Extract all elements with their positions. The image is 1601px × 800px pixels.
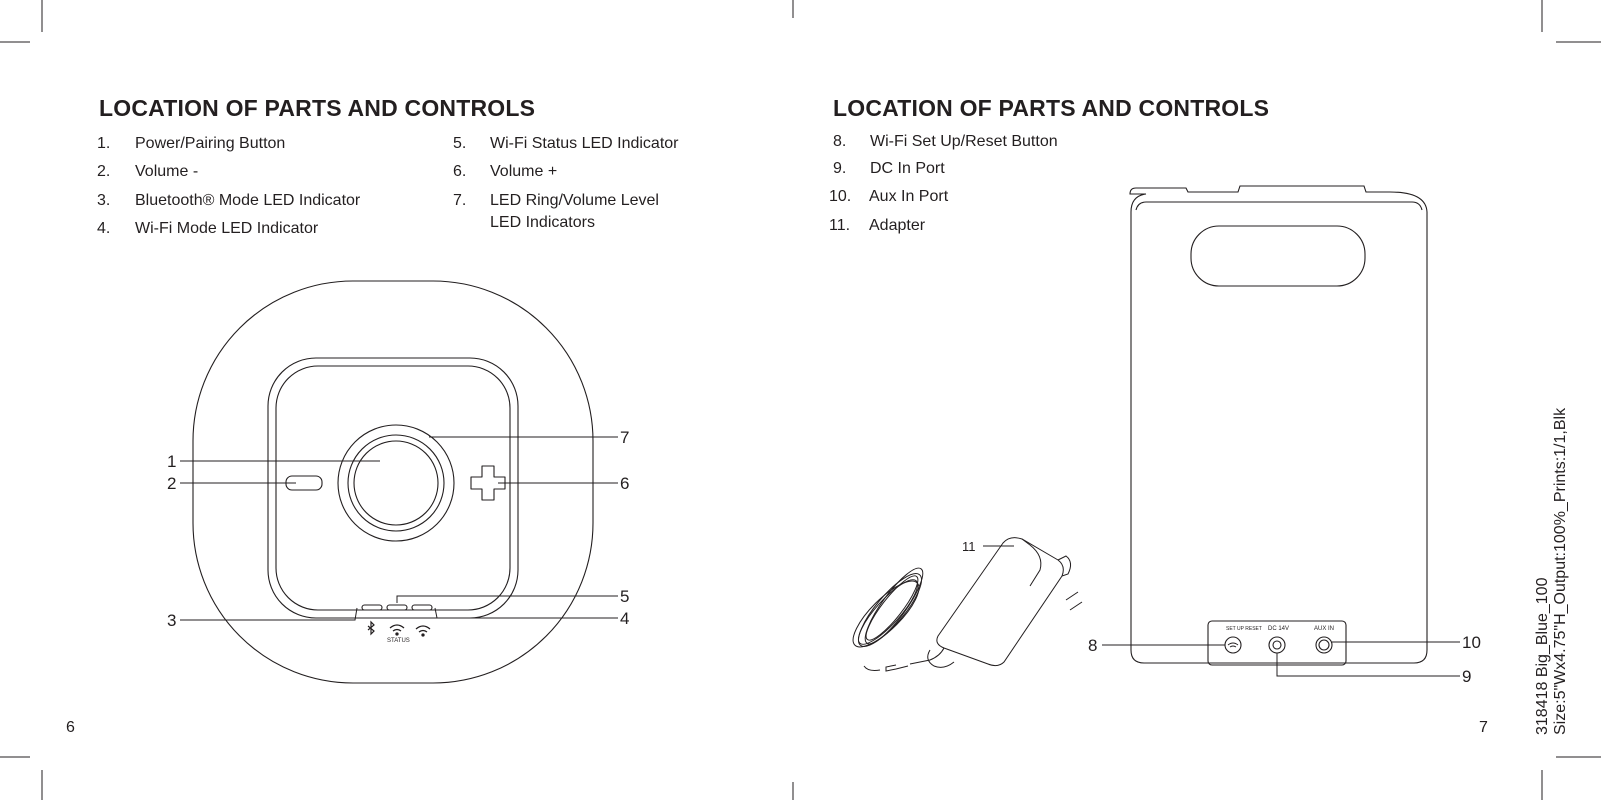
- speaker-back-outline: [1129, 185, 1428, 664]
- port-label-setup: SET UP RESET: [1226, 626, 1262, 632]
- right-page-title: LOCATION OF PARTS AND CONTROLS: [833, 95, 1270, 121]
- wifi-status-led: [386, 604, 408, 611]
- control-ring-mid: [347, 434, 445, 532]
- dc-in-port: [1268, 636, 1286, 654]
- port-label-dc: DC 14V: [1268, 626, 1289, 632]
- bluetooth-icon: [367, 620, 375, 636]
- port-label-aux: AUX IN: [1314, 626, 1334, 632]
- setup-reset-button: [1224, 636, 1242, 654]
- callout-leaders: [1102, 641, 1460, 677]
- callout-leaders: [180, 436, 618, 621]
- callout-11: 11: [962, 539, 976, 554]
- callout-1: 1: [167, 452, 176, 471]
- page-number-right: 7: [1479, 719, 1488, 736]
- wifi-icon: [389, 624, 405, 636]
- callout-10: 10: [1462, 633, 1481, 652]
- aux-in-port: [1315, 636, 1333, 654]
- wifi-icon: [1227, 642, 1239, 648]
- callout-7: 7: [620, 428, 629, 447]
- led-ring-inner: [275, 365, 511, 611]
- carry-handle: [1190, 225, 1366, 287]
- adapter-prongs: [1065, 591, 1083, 611]
- callout-6: 6: [620, 474, 629, 493]
- dc-plug: [885, 664, 909, 672]
- speaker-body-outline: [192, 280, 594, 684]
- callout-4: 4: [620, 609, 629, 628]
- adapter-body: [936, 537, 1064, 667]
- page-number-left: 6: [66, 719, 75, 736]
- led-ring-outer: [267, 357, 519, 619]
- control-ring-outer: [337, 424, 455, 542]
- callout-5: 5: [620, 587, 629, 606]
- bluetooth-led: [361, 604, 383, 611]
- callout-8: 8: [1088, 636, 1097, 655]
- left-page-title: LOCATION OF PARTS AND CONTROLS: [99, 95, 536, 121]
- speaker-back-view: SET UP RESET DC 14V AUX IN 8 9 10: [1088, 185, 1481, 686]
- cable-coil: [852, 567, 924, 648]
- callout-9: 9: [1462, 667, 1471, 686]
- speaker-top-view: STATUS 1 2 3 4 5 6 7: [167, 280, 629, 684]
- power-adapter: 11: [852, 537, 1083, 672]
- volume-plus-button: [470, 465, 506, 501]
- wifi-mode-led: [411, 604, 433, 611]
- callout-3: 3: [167, 611, 176, 630]
- power-pairing-button: [353, 440, 439, 526]
- callout-2: 2: [167, 474, 176, 493]
- wifi-icon: [415, 625, 431, 637]
- status-label: STATUS: [387, 638, 410, 644]
